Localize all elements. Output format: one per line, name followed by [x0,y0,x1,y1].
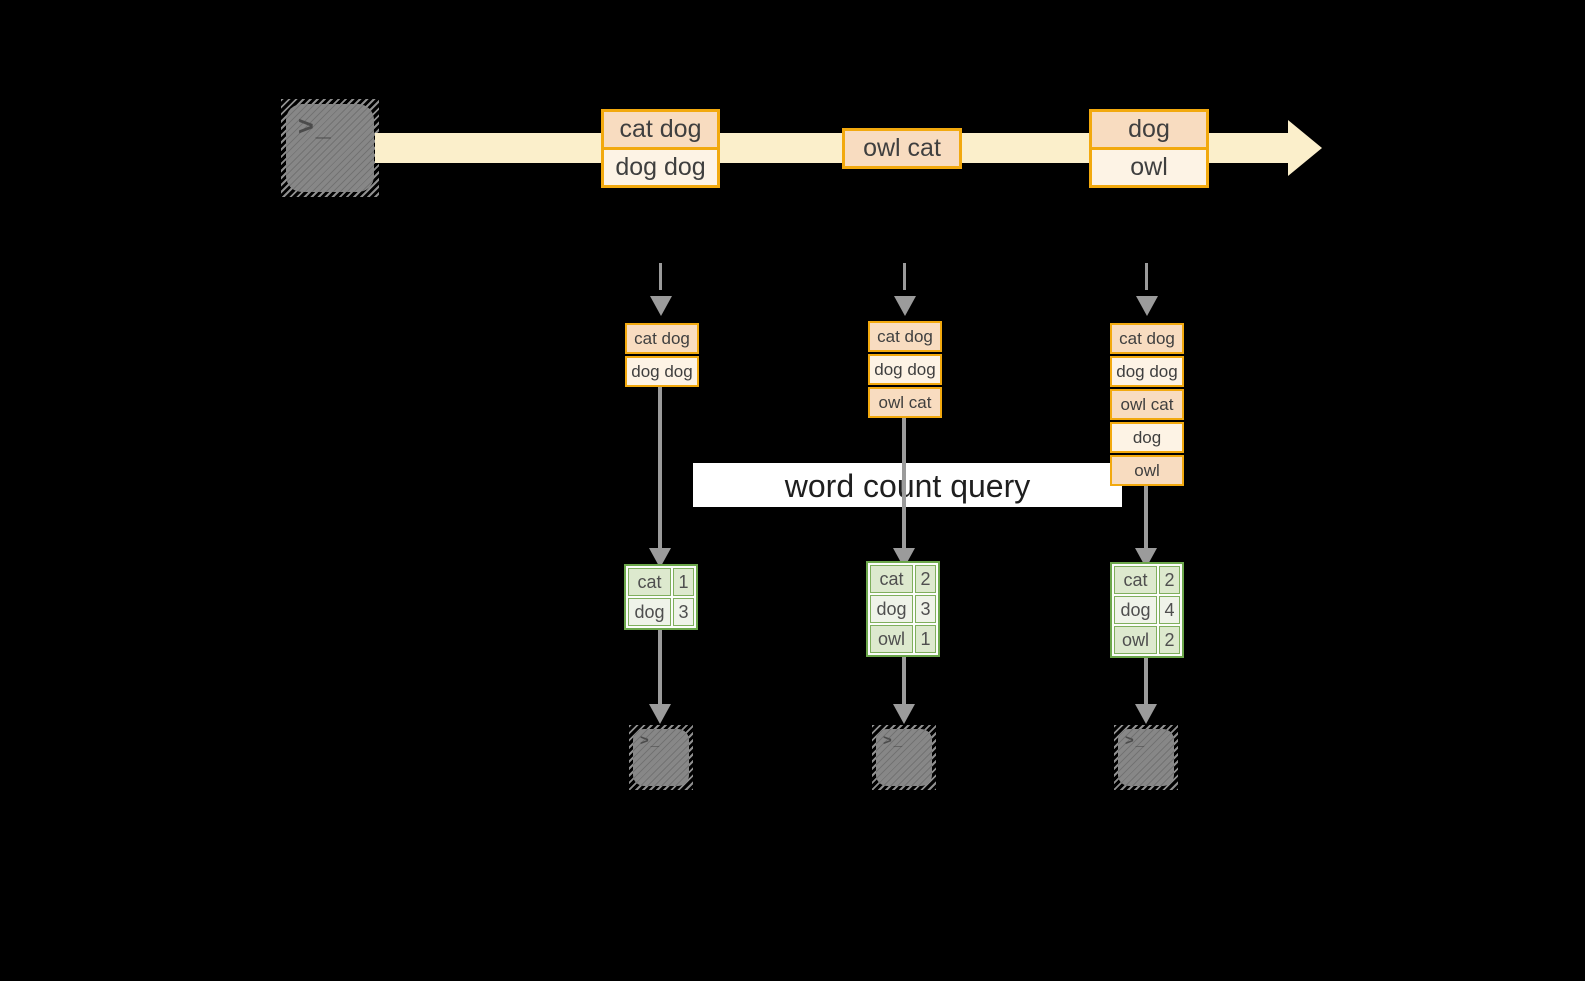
word-cell: owl [1114,626,1157,654]
micro-batch-stack-2: cat dog dog dog owl cat [868,321,942,420]
stream-timeline-arrowhead-icon [1288,120,1322,176]
trigger-dashed-arrow-1 [659,263,662,290]
word-cell: dog [870,595,913,623]
event-cell: cat dog [604,112,717,147]
word-cell: cat [628,568,671,596]
batch-cell: owl cat [1110,389,1184,420]
stream-event-box-2: owl cat [842,128,962,169]
word-cell: dog [1114,596,1157,624]
batch-cell: dog dog [625,356,699,387]
query-banner: word count query [693,463,1122,507]
sink-terminal-screen [633,729,689,786]
sink-arrow-1 [658,630,662,704]
terminal-prompt-glyph: >_ [883,732,905,749]
batch-cell: dog dog [1110,356,1184,387]
sink-terminal-icon-2: >_ [872,725,936,790]
stream-event-box-3: dog owl [1089,109,1209,188]
micro-batch-stack-3: cat dog dog dog owl cat dog owl [1110,323,1184,488]
sink-arrow-3 [1144,658,1148,704]
batch-cell: owl cat [868,387,942,418]
count-cell: 3 [915,595,936,623]
source-terminal-icon: >_ [281,99,379,197]
source-terminal-screen [286,104,374,192]
batch-cell: cat dog [625,323,699,354]
batch-cell: cat dog [868,321,942,352]
terminal-prompt-glyph: >_ [298,111,333,141]
count-cell: 1 [915,625,936,653]
trigger-arrowhead-icon-3 [1136,296,1158,316]
batch-cell: dog [1110,422,1184,453]
sink-terminal-icon-3: >_ [1114,725,1178,790]
sink-arrowhead-icon-2 [893,704,915,724]
count-cell: 2 [915,565,936,593]
event-cell: owl [1092,147,1206,185]
count-cell: 2 [1159,626,1180,654]
result-table-2: cat 2 dog 3 owl 1 [866,561,940,657]
sink-arrow-2 [902,657,906,704]
query-arrow-1 [658,385,662,548]
count-cell: 4 [1159,596,1180,624]
count-cell: 3 [673,598,694,626]
trigger-dashed-arrow-3 [1145,263,1148,290]
query-arrowhead-icon-1 [649,548,671,568]
result-table-3: cat 2 dog 4 owl 2 [1110,562,1184,658]
word-cell: dog [628,598,671,626]
micro-batch-stack-1: cat dog dog dog [625,323,699,389]
count-cell: 2 [1159,566,1180,594]
sink-terminal-icon-1: >_ [629,725,693,790]
word-cell: cat [1114,566,1157,594]
sink-arrowhead-icon-3 [1135,704,1157,724]
batch-cell: cat dog [1110,323,1184,354]
batch-cell: dog dog [868,354,942,385]
query-arrow-2 [902,416,906,548]
count-cell: 1 [673,568,694,596]
sink-terminal-screen [1118,729,1174,786]
terminal-prompt-glyph: >_ [640,732,662,749]
terminal-prompt-glyph: >_ [1125,732,1147,749]
sink-arrowhead-icon-1 [649,704,671,724]
word-cell: cat [870,565,913,593]
stream-event-box-1: cat dog dog dog [601,109,720,188]
event-cell: owl cat [845,131,959,166]
trigger-dashed-arrow-2 [903,263,906,290]
batch-cell: owl [1110,455,1184,486]
trigger-arrowhead-icon-1 [650,296,672,316]
result-table-1: cat 1 dog 3 [624,564,698,630]
event-cell: dog dog [604,147,717,185]
word-cell: owl [870,625,913,653]
trigger-arrowhead-icon-2 [894,296,916,316]
event-cell: dog [1092,112,1206,147]
query-arrow-3 [1144,484,1148,548]
sink-terminal-screen [876,729,932,786]
